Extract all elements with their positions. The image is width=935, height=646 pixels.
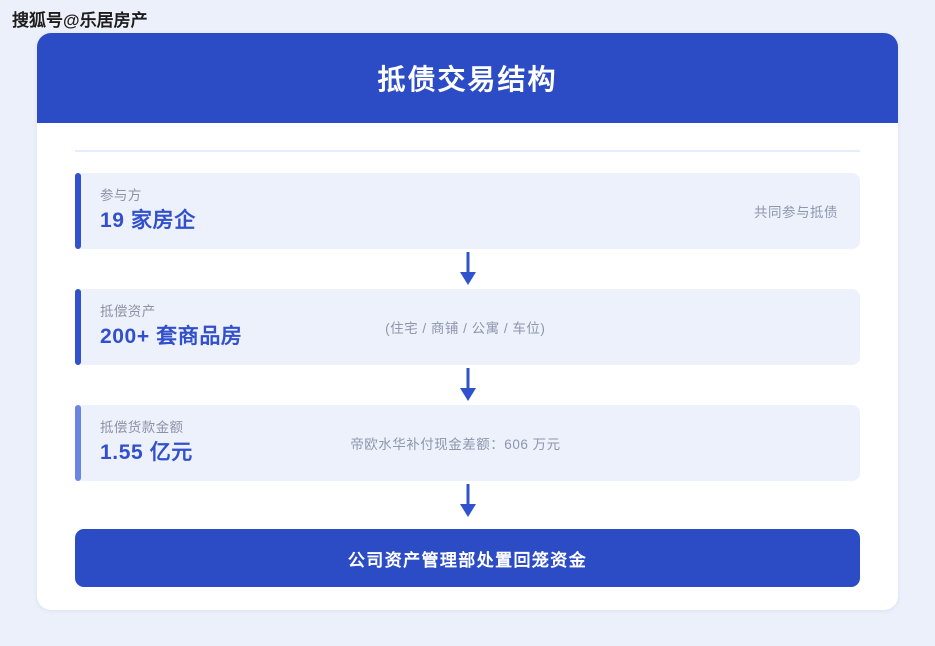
flow-step-value: 19 家房企 [100,208,196,232]
flow-outcome-bar[interactable]: 公司资产管理部处置回笼资金 [75,529,860,587]
page-title: 抵债交易结构 [377,64,558,95]
flow-outcome-label: 公司资产管理部处置回笼资金 [347,550,588,570]
flow-step-participants[interactable]: 参与方 19 家房企 共同参与抵债 [75,173,860,249]
info-card: 抵债交易结构 参与方 19 家房企 共同参与抵债 [37,33,898,610]
flow-step-value: 1.55 亿元 [100,440,193,464]
accent-bar [75,173,81,249]
arrow-down-icon [75,365,860,405]
flow-step-note: 共同参与抵债 [754,205,838,220]
accent-bar [75,405,81,481]
flow-step-content: 抵偿资产 200+ 套商品房 [100,303,243,352]
flow-step-label: 抵偿货款金额 [100,419,184,435]
flow-step-note: 帝欧水华补付现金差额：606 万元 [350,437,561,452]
watermark: 搜狐号@乐居房产 [12,11,148,30]
flow-step-content: 抵偿货款金额 1.55 亿元 [100,419,193,468]
flow-step-note: (住宅 / 商铺 / 公寓 / 车位) [385,321,546,336]
flow-step-content: 参与方 19 家房企 [100,187,196,236]
flow-diagram: 参与方 19 家房企 共同参与抵债 抵偿资产 200+ 套商品房 (住宅 / 商… [75,173,860,587]
flow-step-label: 参与方 [100,187,142,203]
flow-step-label: 抵偿资产 [100,303,156,319]
card-header: 抵债交易结构 [37,33,898,123]
flow-step-amount[interactable]: 抵偿货款金额 1.55 亿元 帝欧水华补付现金差额：606 万元 [75,405,860,481]
flow-step-assets[interactable]: 抵偿资产 200+ 套商品房 (住宅 / 商铺 / 公寓 / 车位) [75,289,860,365]
arrow-down-icon [75,249,860,289]
accent-bar [75,289,81,365]
card-body: 参与方 19 家房企 共同参与抵债 抵偿资产 200+ 套商品房 (住宅 / 商… [37,150,898,587]
header-divider [75,150,860,152]
arrow-down-icon [75,481,860,521]
flow-step-value: 200+ 套商品房 [100,324,243,348]
